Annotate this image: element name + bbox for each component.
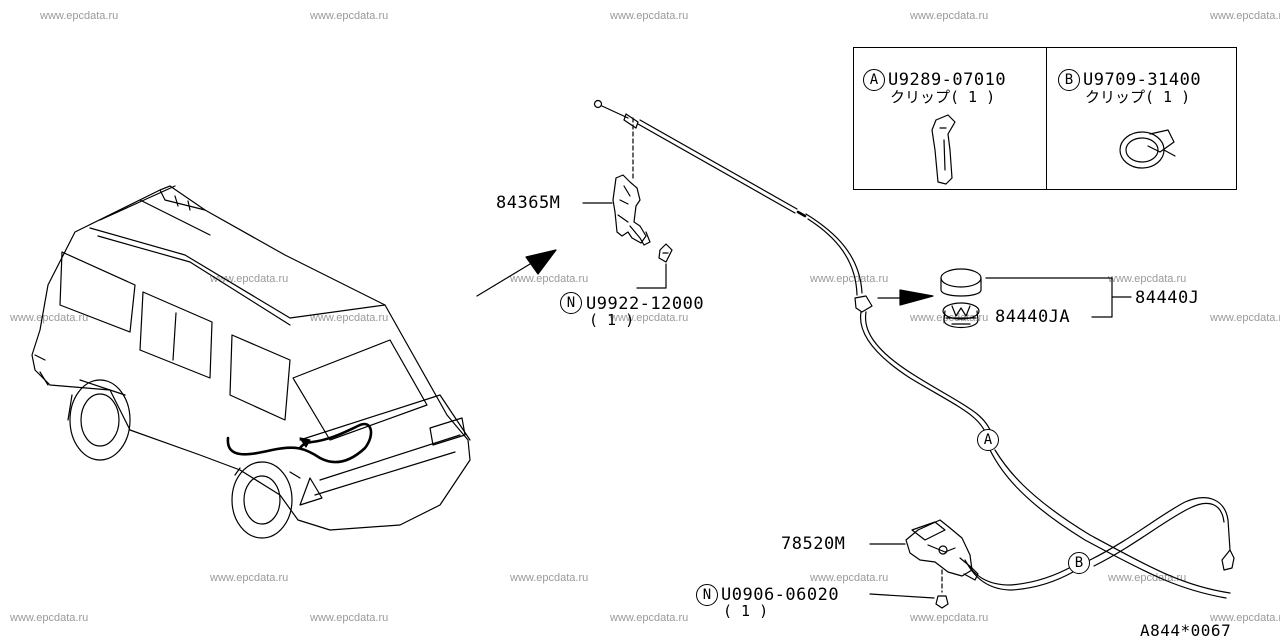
part-84365M: 84365M <box>496 193 561 213</box>
watermark: www.epcdata.ru <box>210 572 289 584</box>
watermark: www.epcdata.ru <box>10 612 89 624</box>
direction-arrow <box>476 257 541 297</box>
legend-b-part-number: U9709-31400 <box>1083 70 1202 90</box>
watermark: www.epcdata.ru <box>510 273 589 285</box>
hood-lock-bracket <box>582 117 673 289</box>
hood-release-cable <box>593 99 1235 599</box>
watermark: www.epcdata.ru <box>810 273 889 285</box>
clip-a-drawing <box>931 114 956 185</box>
watermark: www.epcdata.ru <box>1210 612 1280 624</box>
cable-marker-b: B <box>1068 552 1090 574</box>
legend-a-description: クリップ( 1 ) <box>890 88 996 106</box>
watermark: www.epcdata.ru <box>1108 273 1187 285</box>
watermark: www.epcdata.ru <box>910 612 989 624</box>
marker-n: N <box>696 584 718 606</box>
watermark: www.epcdata.ru <box>510 572 589 584</box>
grommet-84440J <box>877 268 1132 329</box>
watermark: www.epcdata.ru <box>610 612 689 624</box>
part-84440J: 84440J <box>1135 288 1200 308</box>
part-U9922-12000-quantity: ( 1 ) <box>589 311 635 329</box>
diagram-code: A844*0067 <box>1140 621 1232 640</box>
watermark: www.epcdata.ru <box>1210 312 1280 324</box>
legend-divider <box>1046 48 1047 189</box>
legend-b-description: クリップ( 1 ) <box>1085 88 1191 106</box>
part-78520M: 78520M <box>781 534 846 554</box>
watermark: www.epcdata.ru <box>40 10 119 22</box>
watermark: www.epcdata.ru <box>910 10 989 22</box>
hood-latch-78520M <box>869 519 979 609</box>
watermark: www.epcdata.ru <box>310 10 389 22</box>
marker-b: B <box>1058 69 1080 91</box>
watermark: www.epcdata.ru <box>610 10 689 22</box>
clip-b-drawing <box>1119 129 1176 169</box>
part-84440JA: 84440JA <box>995 307 1071 327</box>
marker-n: N <box>560 292 582 314</box>
watermark: www.epcdata.ru <box>810 572 889 584</box>
legend-a-part-number: U9289-07010 <box>888 70 1007 90</box>
part-U0906-06020-quantity: ( 1 ) <box>723 602 769 620</box>
part-U0906-06020: U0906-06020 <box>721 585 840 605</box>
part-U9922-12000: U9922-12000 <box>586 294 705 314</box>
watermark: www.epcdata.ru <box>1210 10 1280 22</box>
watermark: www.epcdata.ru <box>310 312 389 324</box>
marker-a: A <box>863 69 885 91</box>
watermark: www.epcdata.ru <box>10 312 89 324</box>
cable-marker-a: A <box>977 429 999 451</box>
watermark: www.epcdata.ru <box>610 312 689 324</box>
van-illustration <box>31 185 471 539</box>
clip-legend-box <box>853 47 1237 190</box>
watermark: www.epcdata.ru <box>310 612 389 624</box>
